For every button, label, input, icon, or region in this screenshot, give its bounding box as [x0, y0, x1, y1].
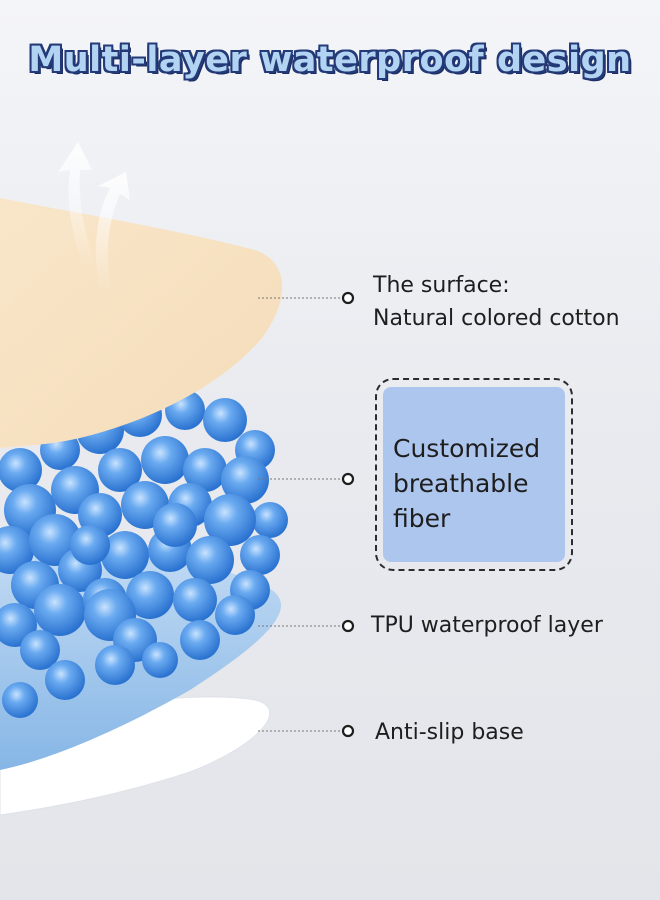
fiber-bead [180, 620, 220, 660]
base-label: Anti-slip base [375, 716, 524, 749]
fiber-bead [141, 436, 189, 484]
fiber-bead [101, 531, 149, 579]
fiber-bead [142, 642, 178, 678]
fiber-bead [153, 503, 197, 547]
fiber-bead [215, 595, 255, 635]
fiber-bead [2, 682, 38, 718]
fiber-bead [95, 645, 135, 685]
fiber-label: Customized breathable fiber [393, 431, 540, 536]
fiber-bead [183, 448, 227, 492]
fiber-label-line-2: breathable [393, 469, 529, 498]
fiber-bead [221, 456, 269, 504]
fiber-bead [203, 398, 247, 442]
breathe-arrow-icon [95, 172, 130, 292]
tpu-label-text: TPU waterproof layer [371, 613, 603, 638]
fiber-bead [186, 536, 234, 584]
tpu-label: TPU waterproof layer [371, 609, 603, 642]
fiber-bead [0, 448, 42, 492]
fiber-bead [34, 584, 86, 636]
base-label-text: Anti-slip base [375, 720, 524, 745]
surface-label: The surface: Natural colored cotton [373, 269, 620, 335]
fiber-bead [45, 660, 85, 700]
surface-label-line-2: Natural colored cotton [373, 306, 620, 331]
ring-icon [341, 724, 355, 738]
ring-icon [341, 472, 355, 486]
cotton-surface-layer [0, 198, 283, 448]
fiber-bead [173, 578, 217, 622]
fiber-bead [204, 494, 256, 546]
fiber-bead [126, 571, 174, 619]
fiber-bead [98, 448, 142, 492]
ring-icon [341, 619, 355, 633]
ring-icon [341, 291, 355, 305]
fiber-label-line-3: fiber [393, 504, 451, 533]
fiber-callout-box: Customized breathable fiber [375, 378, 573, 571]
fiber-bead [20, 630, 60, 670]
surface-label-line-1: The surface: [373, 273, 510, 298]
page-title: Multi-layer waterproof design [28, 40, 632, 80]
fiber-bead [240, 535, 280, 575]
fiber-label-line-1: Customized [393, 434, 541, 463]
fiber-bead [252, 502, 288, 538]
breathe-arrow-icon [58, 142, 96, 268]
fiber-callout-fill [383, 387, 565, 562]
fiber-bead [0, 526, 34, 574]
fiber-bead [70, 525, 110, 565]
